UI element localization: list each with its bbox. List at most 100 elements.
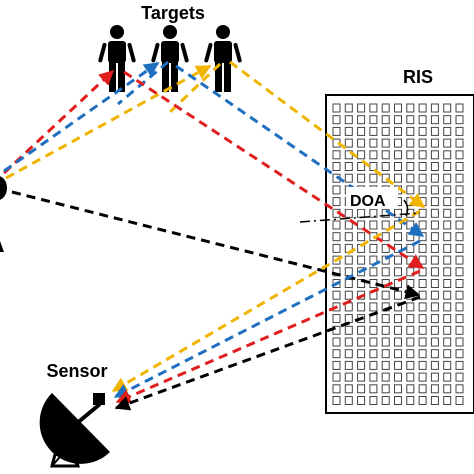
ris-element bbox=[394, 396, 402, 405]
ris-element bbox=[332, 372, 341, 382]
ris-element bbox=[430, 267, 439, 277]
ris-element bbox=[344, 396, 353, 405]
ris-element bbox=[455, 115, 464, 125]
yellow-path-tx-to-target-3 bbox=[5, 64, 212, 180]
ris-element bbox=[406, 396, 415, 405]
ris-element bbox=[430, 349, 439, 359]
ris-element bbox=[344, 360, 353, 370]
ris-element bbox=[430, 384, 439, 394]
ris-element bbox=[455, 232, 464, 242]
ris-element bbox=[381, 325, 390, 335]
ris-element bbox=[418, 138, 427, 148]
ris-element bbox=[406, 138, 415, 148]
ris-element bbox=[430, 360, 439, 370]
ris-element bbox=[443, 360, 452, 370]
red-path-ris-to-sensor bbox=[115, 269, 421, 404]
ris-element bbox=[406, 173, 415, 183]
red-path-tx-to-target-1 bbox=[2, 69, 115, 175]
ris-element bbox=[443, 396, 452, 405]
ris-element bbox=[418, 150, 427, 160]
person-icon bbox=[151, 25, 189, 92]
ris-element bbox=[430, 290, 439, 300]
ris-element bbox=[443, 279, 452, 288]
ris-element bbox=[357, 162, 366, 171]
ris-element bbox=[344, 384, 353, 394]
ris-element bbox=[443, 384, 452, 394]
ris-element bbox=[418, 337, 427, 347]
doa-label: DOA bbox=[350, 193, 386, 210]
ris-element bbox=[455, 302, 464, 312]
ris-element bbox=[394, 302, 402, 312]
ris-element bbox=[332, 396, 341, 405]
ris-element bbox=[406, 325, 415, 335]
ris-element bbox=[394, 150, 402, 160]
ris-element bbox=[344, 173, 353, 183]
ris-element bbox=[418, 349, 427, 359]
ris-element bbox=[455, 337, 464, 347]
ris-element bbox=[344, 208, 353, 218]
ris-element bbox=[357, 302, 366, 312]
ris-element bbox=[455, 325, 464, 335]
ris-element bbox=[443, 103, 452, 113]
ris-element bbox=[418, 162, 427, 171]
ris-element bbox=[443, 126, 452, 136]
ris-element bbox=[369, 243, 378, 253]
ris-element bbox=[455, 197, 464, 207]
ris-element bbox=[455, 360, 464, 370]
ris-element bbox=[443, 173, 452, 183]
ris-element bbox=[394, 220, 402, 230]
ris-element bbox=[418, 314, 427, 324]
ris-element bbox=[443, 115, 452, 125]
ris-element bbox=[418, 360, 427, 370]
yellow-path-target-3-to-target-2 bbox=[168, 62, 222, 114]
ris-element bbox=[381, 384, 390, 394]
ris-element bbox=[418, 302, 427, 312]
ris-element bbox=[332, 126, 341, 136]
ris-element bbox=[455, 185, 464, 195]
ris-element bbox=[443, 150, 452, 160]
ris-element bbox=[381, 126, 390, 136]
ris-element bbox=[418, 279, 427, 288]
ris-element bbox=[357, 115, 366, 125]
ris-element bbox=[381, 103, 390, 113]
ris-element bbox=[381, 150, 390, 160]
ris-element bbox=[381, 372, 390, 382]
ris-element bbox=[369, 173, 378, 183]
ris-element bbox=[418, 173, 427, 183]
blue-path-target-2-to-ris bbox=[175, 64, 425, 238]
ris-element bbox=[369, 349, 378, 359]
doa-angle-arc bbox=[403, 199, 409, 217]
doa-annotation: DOA bbox=[299, 187, 421, 223]
ris-element bbox=[381, 360, 390, 370]
targets-label: Targets bbox=[141, 3, 205, 23]
ris-element bbox=[332, 314, 341, 324]
ris-element bbox=[406, 302, 415, 312]
ris-element bbox=[418, 325, 427, 335]
ris-element bbox=[357, 325, 366, 335]
ris-element bbox=[381, 173, 390, 183]
ris-element bbox=[406, 337, 415, 347]
ris-element bbox=[381, 255, 390, 265]
ris-element bbox=[455, 173, 464, 183]
ris-element bbox=[443, 337, 452, 347]
ris-element bbox=[455, 384, 464, 394]
ris-element bbox=[394, 126, 402, 136]
ris-element bbox=[357, 232, 366, 242]
ris-element bbox=[455, 349, 464, 359]
satellite-dish-icon bbox=[39, 393, 110, 468]
ris-element bbox=[344, 325, 353, 335]
ris-element bbox=[443, 325, 452, 335]
ris-element bbox=[455, 150, 464, 160]
ris-element bbox=[344, 103, 353, 113]
ris-element bbox=[455, 138, 464, 148]
ris-panel bbox=[325, 94, 474, 414]
ris-element bbox=[369, 360, 378, 370]
ris-element bbox=[406, 384, 415, 394]
ris-element bbox=[430, 396, 439, 405]
ris-element bbox=[394, 337, 402, 347]
ris-element bbox=[369, 150, 378, 160]
person-icon bbox=[204, 25, 242, 92]
ris-element bbox=[332, 302, 341, 312]
ris-element bbox=[418, 396, 427, 405]
ris-element bbox=[394, 349, 402, 359]
